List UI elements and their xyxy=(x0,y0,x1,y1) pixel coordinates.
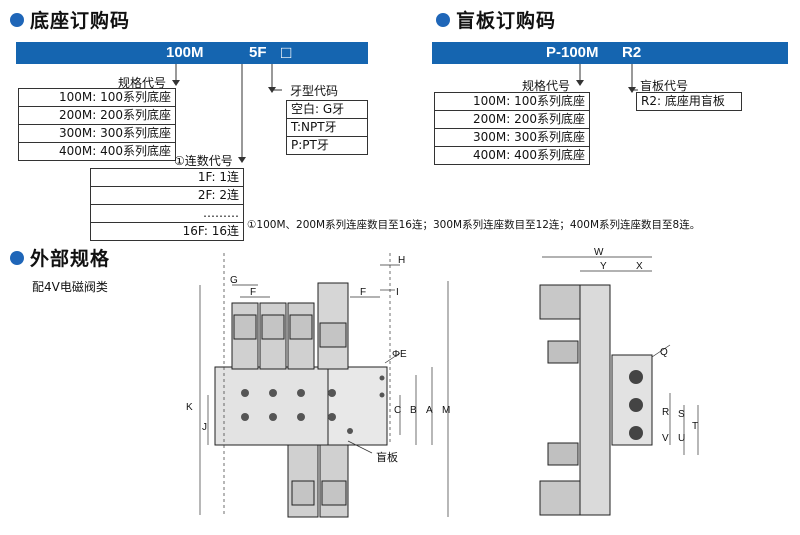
code-part-blank: R2 xyxy=(622,44,642,61)
code-part-thread: □ xyxy=(281,43,292,62)
thread-row: 空白: G牙 xyxy=(287,101,367,119)
blank-spec-row: 100M: 100系列底座 xyxy=(435,93,589,111)
station-note: ①100M、200M系列连座数目至16连；300M系列连座数目至12连；400M… xyxy=(247,219,701,231)
dim-E: ΦE xyxy=(392,349,407,360)
base-order-title: 底座订购码 xyxy=(30,10,131,32)
station-row: 1F: 1连 xyxy=(91,169,243,187)
blank-code-table: R2: 底座用盲板 xyxy=(636,92,742,111)
dim-I: I xyxy=(396,287,399,298)
blank-spec-label: 规格代号 xyxy=(522,79,571,93)
spec-table: 100M: 100系列底座 200M: 200系列底座 300M: 300系列底… xyxy=(18,88,176,161)
spec-row: 400M: 400系列底座 xyxy=(58,144,171,158)
dim-H: H xyxy=(398,255,405,266)
spec-row: 300M: 300系列底座 xyxy=(19,125,175,143)
dim-Q: Q xyxy=(660,347,668,358)
dim-G: G xyxy=(230,275,238,286)
dim-W: W xyxy=(594,247,604,258)
side-view-drawing: W Y X Q R S T V U xyxy=(539,247,699,516)
dim-V: V xyxy=(662,433,669,444)
thread-row: P:PT牙 xyxy=(291,138,329,152)
blank-order-heading: 盲板订购码 xyxy=(436,6,556,33)
dim-U: U xyxy=(678,433,685,444)
blank-spec-table: 100M: 100系列底座 200M: 200系列底座 300M: 300系列底… xyxy=(434,92,590,165)
dimensions-heading: 外部规格 xyxy=(10,244,110,271)
thread-table: 空白: G牙 T:NPT牙 P:PT牙 xyxy=(286,100,368,155)
bullet-icon xyxy=(436,12,450,27)
station-row: 16F: 16连 xyxy=(182,224,239,238)
dim-K: K xyxy=(186,402,193,413)
station-label: ①连数代号 xyxy=(174,154,233,168)
blank-order-code-bar: P-100M R2 xyxy=(432,42,788,64)
dim-T: T xyxy=(692,421,698,432)
thread-row: T:NPT牙 xyxy=(287,119,367,137)
blank-code-label: 盲板代号 xyxy=(640,79,689,93)
dim-R: R xyxy=(662,407,669,418)
blank-code-row: R2: 底座用盲板 xyxy=(641,94,725,108)
dim-F: F xyxy=(250,287,256,298)
station-table: 1F: 1连 2F: 2连 ……… 16F: 16连 xyxy=(90,168,244,241)
dim-B: B xyxy=(410,405,417,416)
blank-spec-row: 300M: 300系列底座 xyxy=(435,129,589,147)
thread-label: 牙型代码 xyxy=(290,84,339,98)
blank-order-title: 盲板订购码 xyxy=(456,10,557,32)
dim-C: C xyxy=(394,405,401,416)
spec-row: 200M: 200系列底座 xyxy=(19,107,175,125)
dim-Y: Y xyxy=(600,261,607,272)
base-order-heading: 底座订购码 xyxy=(10,6,130,33)
spec-row: 100M: 100系列底座 xyxy=(19,89,175,107)
code-part-stations: 5F xyxy=(249,44,267,61)
blank-spec-row: 400M: 400系列底座 xyxy=(472,148,585,162)
front-view-drawing: G F H F I ΦE K J C B A M 盲板 xyxy=(186,253,450,518)
bullet-icon xyxy=(10,12,24,27)
dim-S: S xyxy=(678,409,685,420)
dim-F2: F xyxy=(360,287,366,298)
dim-M: M xyxy=(442,405,450,416)
spec-label: 规格代号 xyxy=(118,76,167,90)
station-row: 2F: 2连 xyxy=(91,187,243,205)
station-row: ……… xyxy=(91,205,243,223)
dim-X: X xyxy=(636,261,643,272)
dimensions-title: 外部规格 xyxy=(30,248,111,270)
dimensions-subtitle: 配4V电磁阀类 xyxy=(32,280,108,294)
blank-plate-label: 盲板 xyxy=(376,450,398,464)
code-part-blank-spec: P-100M xyxy=(546,44,599,61)
dim-J: J xyxy=(202,422,207,433)
code-part-spec: 100M xyxy=(166,44,204,61)
base-order-code-bar: 100M 5F □ xyxy=(16,42,368,64)
dim-A: A xyxy=(426,405,433,416)
blank-spec-row: 200M: 200系列底座 xyxy=(435,111,589,129)
bullet-icon xyxy=(10,250,24,265)
